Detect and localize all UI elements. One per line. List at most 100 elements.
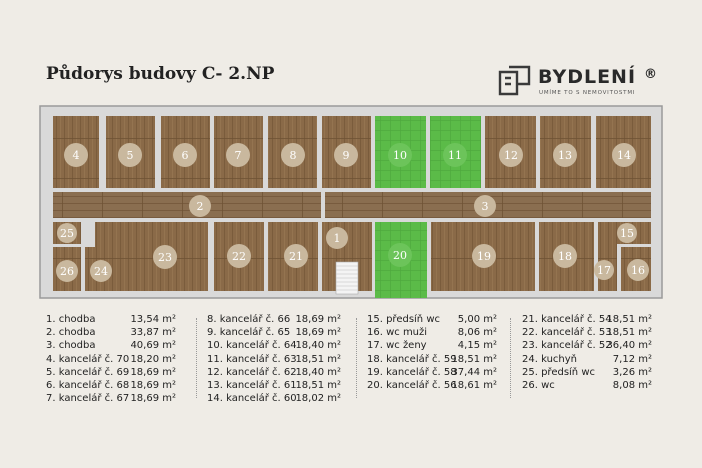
legend-room-label: 17. wc ženy <box>367 340 427 352</box>
legend-row: 16. wc muži 8,06 m² <box>367 327 497 340</box>
badge-9: 9 <box>334 143 358 167</box>
svg-text:23: 23 <box>158 251 172 264</box>
svg-text:7: 7 <box>235 149 242 162</box>
page-title: Půdorys budovy C- 2.NP <box>46 64 275 84</box>
legend-room-area: 3,26 m² <box>612 366 652 378</box>
legend-room-area: 18,40 m² <box>295 340 341 352</box>
legend-room-label: 12. kancelář č. 62 <box>207 366 297 378</box>
logo-registered: ® <box>644 67 657 82</box>
bydleni-logo-icon <box>498 65 531 96</box>
legend-divider <box>510 318 512 398</box>
badge-23: 23 <box>153 245 177 269</box>
legend-room-label: 24. kuchyň <box>522 353 577 365</box>
svg-text:5: 5 <box>127 149 134 162</box>
legend-room-label: 14. kancelář č. 60 <box>207 393 297 405</box>
svg-text:20: 20 <box>393 249 407 262</box>
badge-15: 15 <box>617 223 637 243</box>
badge-22: 22 <box>227 244 251 268</box>
legend-room-label: 20. kancelář č. 56 <box>367 379 457 391</box>
room-2-floor <box>53 192 321 218</box>
logo: BYDLENÍ ® UMÍME TO S NEMOVITOSTMI <box>497 64 667 104</box>
svg-text:18: 18 <box>558 250 572 263</box>
legend-row: 24. kuchyň 7,12 m² <box>522 354 652 367</box>
svg-text:3: 3 <box>482 200 489 213</box>
svg-text:6: 6 <box>182 149 189 162</box>
badge-13: 13 <box>553 143 577 167</box>
legend-room-area: 4,15 m² <box>457 340 497 352</box>
legend-room-label: 22. kancelář č. 53 <box>522 327 612 339</box>
legend-room-area: 5,00 m² <box>457 314 497 325</box>
legend-room-label: 1. chodba <box>46 314 96 325</box>
room-23-floor <box>95 222 208 291</box>
badge-6: 6 <box>173 143 197 167</box>
logo-name: BYDLENÍ <box>538 66 637 88</box>
legend-room-area: 18,51 m² <box>606 314 652 325</box>
badge-4: 4 <box>64 143 88 167</box>
legend-room-label: 16. wc muži <box>367 327 428 339</box>
legend-room-area: 36,40 m² <box>606 340 652 352</box>
legend-room-area: 18,51 m² <box>295 353 341 365</box>
legend-room-area: 33,87 m² <box>130 327 176 339</box>
badge-12: 12 <box>499 143 523 167</box>
badge-14: 14 <box>612 143 636 167</box>
svg-text:12: 12 <box>504 149 518 162</box>
legend-room-area: 18,69 m² <box>130 393 176 405</box>
legend-room-label: 9. kancelář č. 65 <box>207 327 291 339</box>
legend-room-area: 18,69 m² <box>295 327 341 339</box>
legend-row: 17. wc ženy 4,15 m² <box>367 340 497 353</box>
legend-room-area: 8,08 m² <box>612 379 652 391</box>
legend-room-label: 23. kancelář č. 52 <box>522 340 612 352</box>
legend-room-label: 5. kancelář č. 69 <box>46 366 130 378</box>
legend-room-label: 13. kancelář č. 61 <box>207 379 297 391</box>
badge-3: 3 <box>474 195 496 217</box>
legend-divider <box>196 318 198 398</box>
svg-text:4: 4 <box>73 149 80 162</box>
badge-26: 26 <box>56 260 78 282</box>
badge-17: 17 <box>594 260 614 280</box>
legend-room-label: 4. kancelář č. 70 <box>46 353 130 365</box>
badge-20: 20 <box>388 243 412 267</box>
legend-room-area: 7,12 m² <box>612 353 652 365</box>
svg-text:21: 21 <box>289 250 303 263</box>
legend-room-area: 18,61 m² <box>451 379 497 391</box>
legend-room-label: 3. chodba <box>46 340 96 352</box>
svg-text:2: 2 <box>197 200 204 213</box>
svg-text:8: 8 <box>290 149 297 162</box>
svg-text:19: 19 <box>477 250 491 263</box>
svg-text:9: 9 <box>343 149 350 162</box>
svg-text:15: 15 <box>620 227 634 240</box>
badge-2: 2 <box>189 195 211 217</box>
legend-room-label: 11. kancelář č. 63 <box>207 353 297 365</box>
badge-1: 1 <box>326 227 348 249</box>
logo-tagline: UMÍME TO S NEMOVITOSTMI <box>539 90 636 96</box>
badge-24: 24 <box>90 260 112 282</box>
badge-18: 18 <box>553 244 577 268</box>
svg-text:26: 26 <box>60 265 74 278</box>
legend-room-area: 18,51 m² <box>295 379 341 391</box>
badge-21: 21 <box>284 244 308 268</box>
legend-row: 9. kancelář č. 65 18,69 m² <box>207 327 341 340</box>
svg-text:17: 17 <box>597 264 611 277</box>
legend-divider <box>356 318 358 398</box>
badge-11: 11 <box>443 143 467 167</box>
legend-room-area: 18,69 m² <box>295 314 341 325</box>
legend-room-area: 8,06 m² <box>457 327 497 339</box>
badge-8: 8 <box>281 143 305 167</box>
svg-text:1: 1 <box>334 232 341 245</box>
svg-text:11: 11 <box>448 149 462 162</box>
svg-text:10: 10 <box>393 149 407 162</box>
